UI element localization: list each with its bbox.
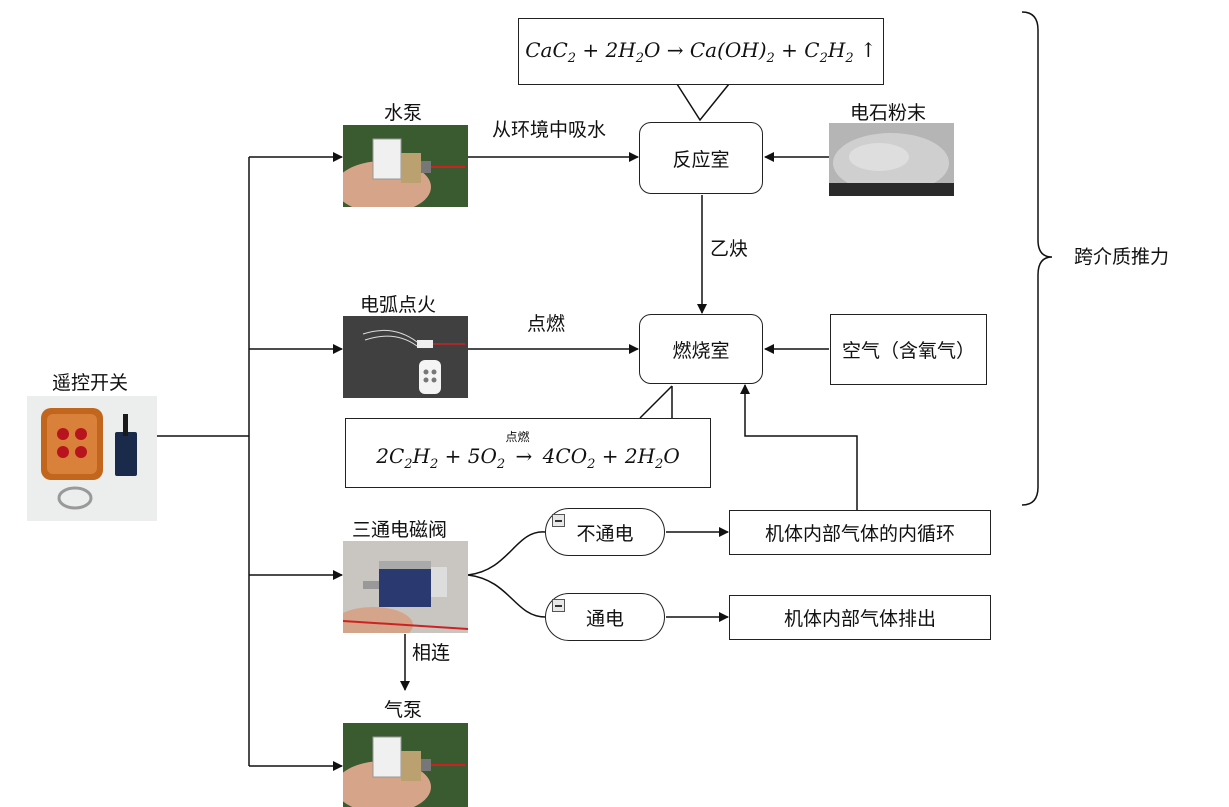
internal-circulation-box: 机体内部气体的内循环 [729, 510, 991, 555]
not-powered-node: 不通电 [545, 508, 665, 556]
combustion-condition: 点燃 [505, 430, 530, 444]
branch-lower [467, 574, 546, 618]
combustion-chamber: 燃烧室 [639, 314, 763, 384]
combustion-formula: 2C2H2 + 5O2 →点燃 4CO2 + 2H2O [376, 430, 680, 472]
gas-exhaust-box: 机体内部气体排出 [729, 595, 991, 640]
label-acetylene: 乙炔 [710, 238, 749, 260]
brace [1021, 11, 1053, 506]
powered-node: 通电 [545, 593, 665, 641]
arc-ignition-image [343, 316, 468, 398]
carbide-powder-image [829, 123, 954, 196]
label-cross-medium-thrust: 跨介质推力 [1074, 246, 1170, 268]
callout-tail-reaction [676, 83, 730, 122]
label-three-way-valve: 三通电磁阀 [352, 519, 448, 541]
reaction-chamber: 反应室 [639, 122, 763, 194]
three-way-valve-image [343, 541, 468, 633]
branch-upper [467, 531, 546, 576]
reaction-formula: CaC2 + 2H2O → Ca(OH)2 + C2H2 ↑ [525, 37, 877, 66]
collapse-icon[interactable] [552, 599, 565, 612]
callout-tail-combustion-b [639, 385, 673, 419]
label-absorb-water: 从环境中吸水 [492, 119, 607, 141]
label-remote-switch: 遥控开关 [52, 372, 129, 394]
label-ignite: 点燃 [527, 313, 566, 335]
collapse-icon[interactable] [552, 514, 565, 527]
label-connected: 相连 [412, 642, 451, 664]
label-carbide-powder: 电石粉末 [850, 102, 927, 124]
reaction-formula-callout: CaC2 + 2H2O → Ca(OH)2 + C2H2 ↑ [518, 18, 884, 85]
remote-switch-image [27, 396, 157, 521]
label-arc-ignition: 电弧点火 [360, 294, 437, 316]
combustion-formula-callout: 2C2H2 + 5O2 →点燃 4CO2 + 2H2O [345, 418, 711, 488]
air-box: 空气（含氧气） [830, 314, 987, 385]
air-pump-image [343, 723, 468, 807]
label-air-pump: 气泵 [384, 699, 423, 721]
label-water-pump: 水泵 [384, 102, 423, 124]
water-pump-image [343, 125, 468, 207]
arrow-circulation-return [740, 384, 858, 510]
